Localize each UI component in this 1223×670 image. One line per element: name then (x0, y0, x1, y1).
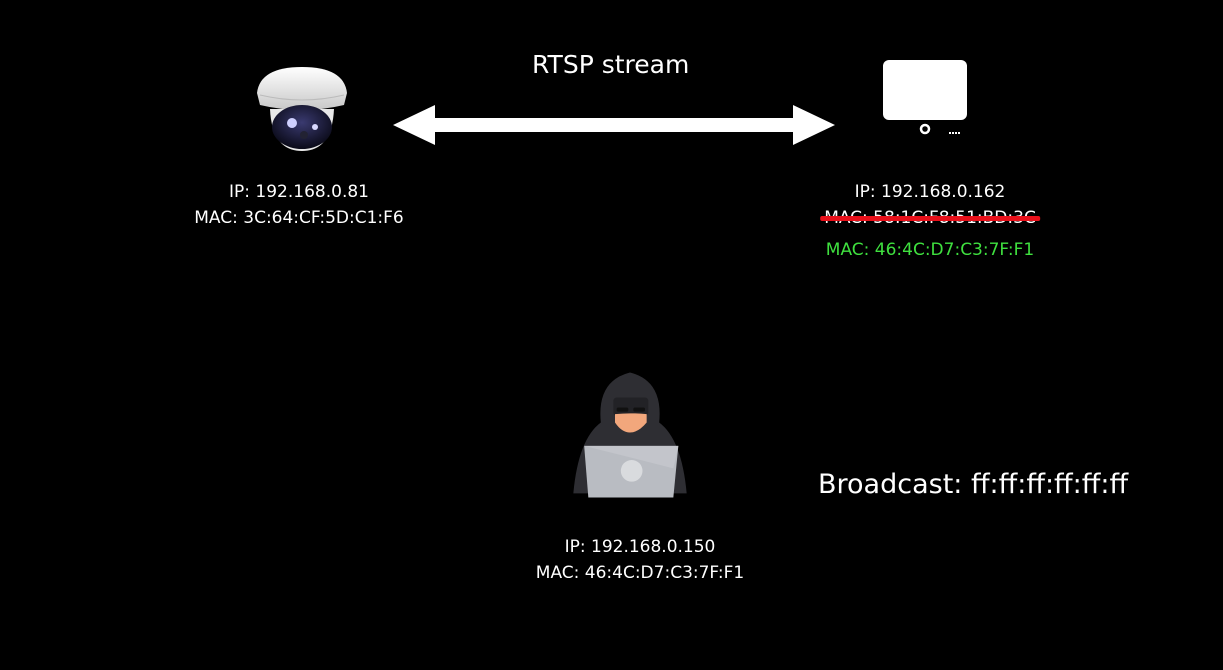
monitor-old-mac: MAC: 58:1C:F8:51:BD:3C (820, 205, 1040, 231)
camera-ip: IP: 192.168.0.81 (229, 182, 369, 202)
broadcast-label: Broadcast: ff:ff:ff:ff:ff:ff (818, 469, 1129, 500)
monitor-icon (883, 60, 967, 135)
camera-labels: IP: 192.168.0.81 MAC: 3C:64:CF:5D:C1:F6 (194, 179, 403, 231)
security-camera-icon (257, 67, 347, 151)
camera-mac: MAC: 3C:64:CF:5D:C1:F6 (194, 208, 404, 228)
attacker-ip: IP: 192.168.0.150 (564, 537, 716, 557)
monitor-ip: IP: 192.168.0.162 (854, 182, 1006, 202)
attacker-mac: MAC: 46:4C:D7:C3:7F:F1 (535, 563, 745, 583)
monitor-new-mac: MAC: 46:4C:D7:C3:7F:F1 (825, 240, 1035, 260)
hacker-icon (573, 372, 687, 498)
attacker-labels: IP: 192.168.0.150 MAC: 46:4C:D7:C3:7F:F1 (536, 534, 744, 586)
monitor-labels: IP: 192.168.0.162 MAC: 58:1C:F8:51:BD:3C… (820, 179, 1040, 263)
stream-label: RTSP stream (532, 50, 690, 79)
bidirectional-arrow-icon (393, 105, 835, 145)
